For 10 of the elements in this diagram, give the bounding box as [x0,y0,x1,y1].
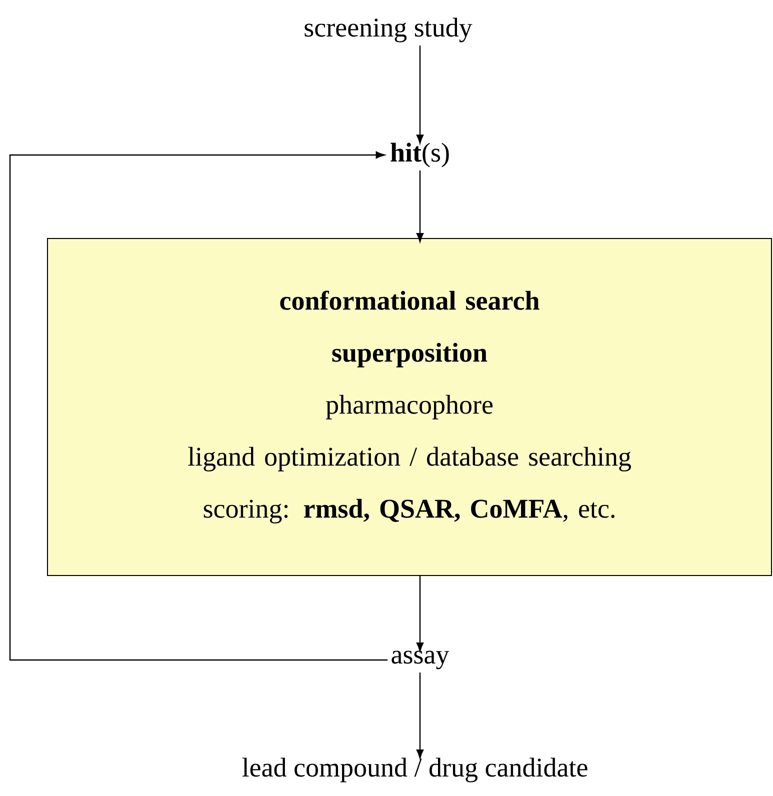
step-label: lead compound / drug candidate [242,758,588,782]
arrow [416,46,424,144]
arrow [416,170,424,242]
step-label: assay [392,650,450,670]
arrow [9,151,388,661]
process-box: conformational search superposition pharmacophore ligand optimization / database searching scoring: rmsd, QSAR, CoMFA, etc. [47,238,772,576]
arrow [416,672,424,759]
step-label: screening study [304,18,472,42]
step-label: hit(s) [390,142,449,168]
arrow [416,576,424,652]
